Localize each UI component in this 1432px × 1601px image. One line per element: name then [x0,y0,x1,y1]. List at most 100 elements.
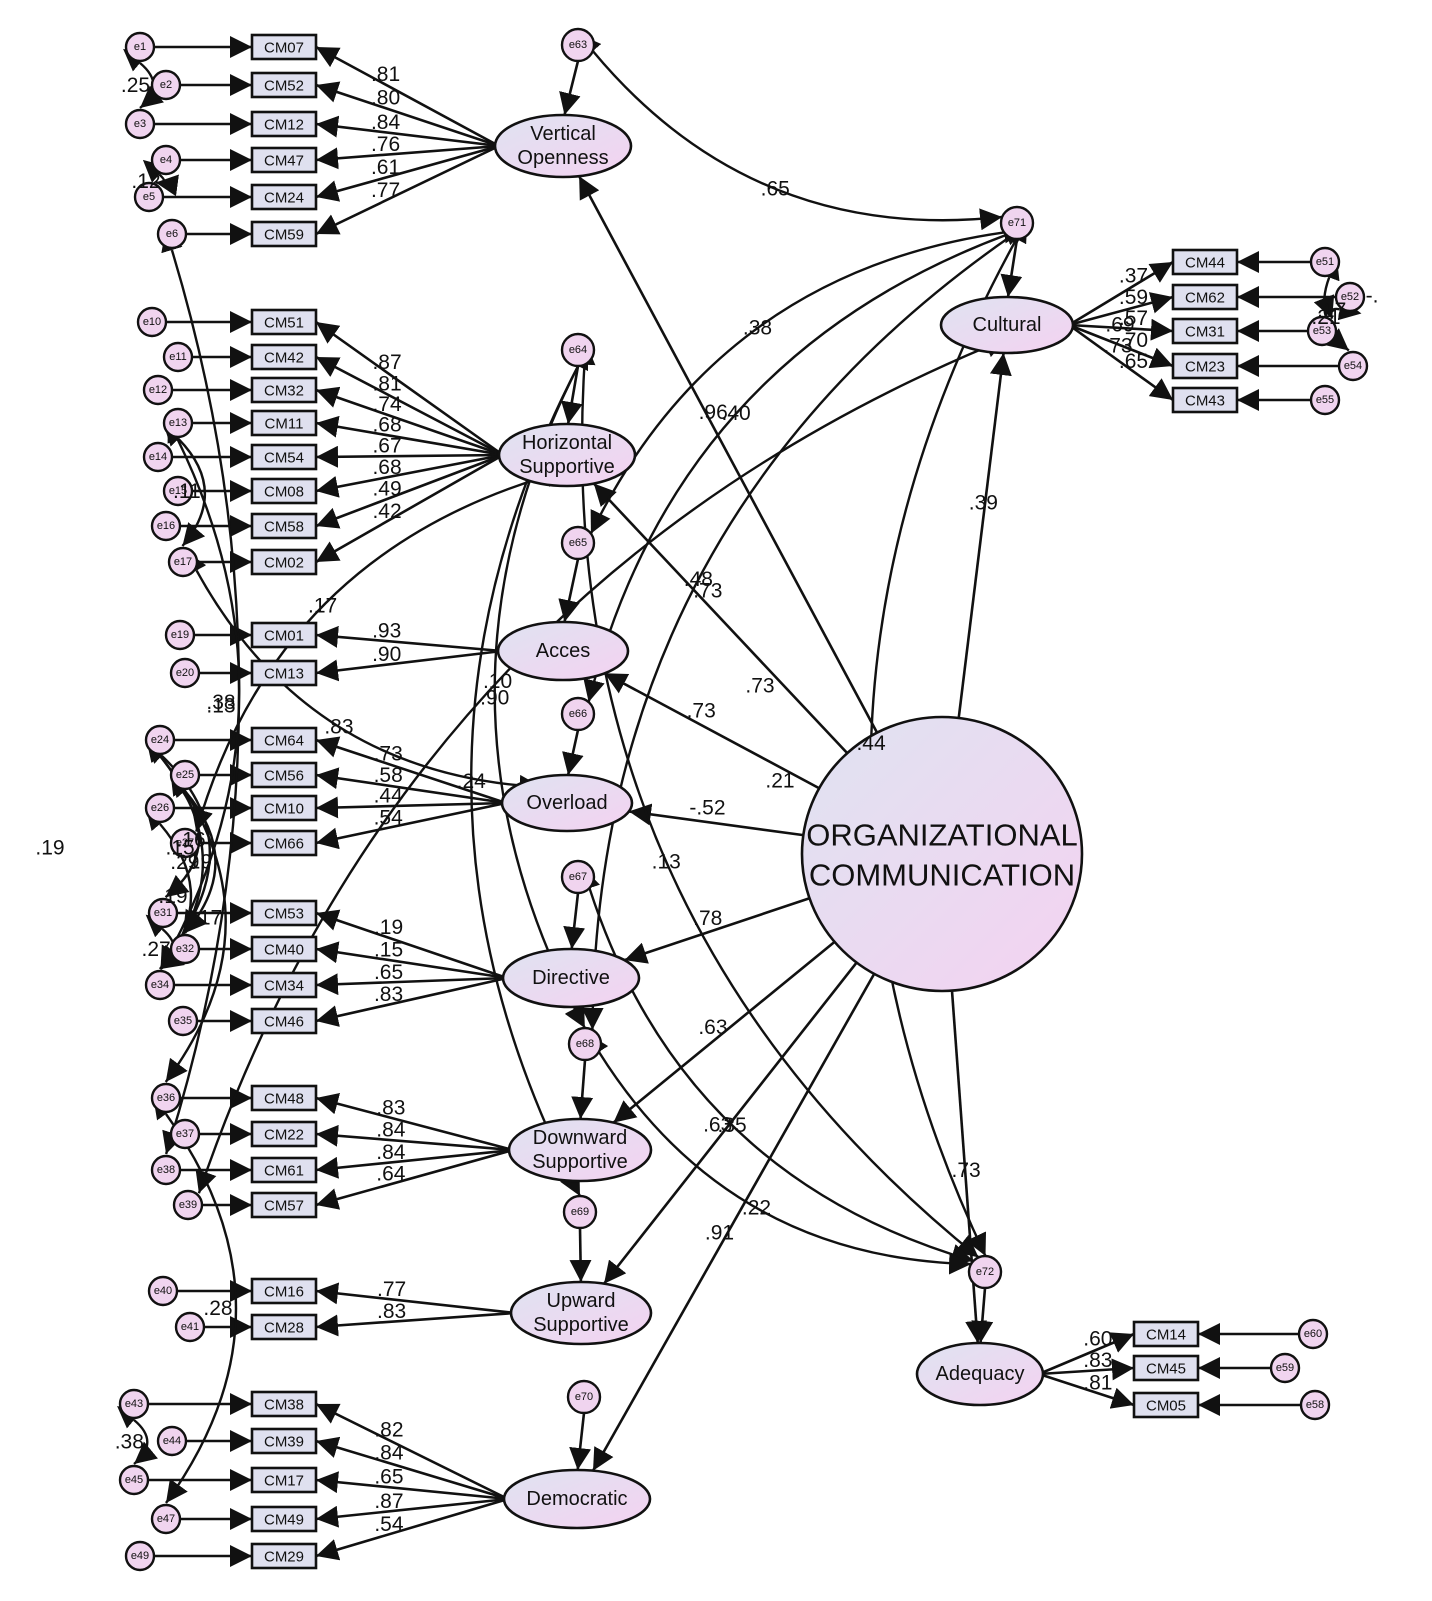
residual-path-ad [971,1287,994,1344]
error-e19 [164,619,196,651]
latent-di: Directive [501,947,641,1009]
indicator-box [250,477,318,505]
indicator-cm43: CM43 [1171,386,1239,414]
loading-path-cm45 [1038,1358,1135,1381]
indicator-label: CM43 [1185,393,1225,410]
extra-coefficient: .73 [745,675,774,698]
indicator-cm28: CM28 [250,1313,318,1341]
loading-coefficient: .65 [1119,350,1148,373]
indicator-cm11: CM11 [250,409,318,437]
loading-coefficient: .60 [1083,1328,1112,1351]
error-e27 [169,827,201,859]
latent-label: Supportive [519,456,615,478]
error-label: e26 [151,802,169,814]
indicator-box [250,1505,318,1533]
error-label: e66 [569,708,587,720]
correlation-coefficient: .13 [652,850,681,873]
correlation-coefficient: .17 [193,906,222,929]
loading-path-cm62 [1068,292,1174,327]
indicator-cm02: CM02 [250,548,318,576]
indicator-cm34: CM34 [250,971,318,999]
indicator-cm49: CM49 [250,1505,318,1533]
structural-coefficient: .73 [687,700,716,723]
error-label: e5 [143,191,155,203]
correlation-coefficient: .24 [457,770,487,793]
indicator-label: CM29 [264,1549,304,1566]
indicator-label: CM24 [264,190,304,207]
indicator-box [250,1466,318,1494]
error-e64 [560,332,596,368]
central-construct-ellipse [800,715,1084,993]
indicator-label: CM57 [264,1198,304,1215]
indicator-box [250,1427,318,1455]
error-e11 [162,341,194,373]
loading-coefficient: .81 [372,373,401,396]
loading-path-cm57 [315,1148,514,1210]
error-label: e3 [134,118,146,130]
loading-path-cm02 [315,453,504,564]
error-label: e67 [569,871,587,883]
error-e40 [147,1275,179,1307]
loading-coefficient: .59 [1119,286,1148,309]
indicator-box [250,1277,318,1305]
indicator-label: CM45 [1146,1361,1186,1378]
loading-path-cm13 [315,649,503,682]
error-e70 [566,1379,602,1415]
indicator-box [250,659,318,687]
error-label: e38 [157,1164,175,1176]
residual-path-ov [562,729,584,776]
indicator-cm51: CM51 [250,308,318,336]
loading-coefficient: .65 [374,1466,403,1489]
error-e58 [1299,1389,1331,1421]
indicator-cm61: CM61 [250,1156,318,1184]
indicator-cm24: CM24 [250,183,318,211]
loading-coefficient: .15 [374,939,403,962]
indicator-cm12: CM12 [250,110,318,138]
latent-ov: Overload [500,773,634,833]
error-e16 [150,510,182,542]
correlation-e25-e32 [170,774,217,934]
correlation-e13-e17 [163,423,207,547]
correlation-coefficient: .83 [324,715,353,738]
loading-coefficient: .54 [374,806,404,829]
indicator-box [1171,248,1239,276]
indicator-label: CM32 [264,383,304,400]
indicator-box [1132,1320,1200,1348]
error-label: e71 [1008,217,1026,229]
error-e44 [156,1425,188,1457]
indicator-label: CM16 [264,1284,304,1301]
indicator-cm38: CM38 [250,1390,318,1418]
indicator-box [250,512,318,540]
error-e72 [967,1254,1003,1290]
error-label: e36 [157,1092,175,1104]
error-label: e69 [571,1206,589,1218]
error-e13 [162,407,194,439]
latent-label: Democratic [526,1488,627,1510]
correlation-e43-e45 [117,1405,158,1465]
error-label: e54 [1344,360,1362,372]
loading-coefficient: .80 [371,87,400,110]
indicator-box [250,1542,318,1570]
loading-coefficient: .19 [374,916,403,939]
indicator-box [250,376,318,404]
error-label: e39 [179,1199,197,1211]
indicator-cm14: CM14 [1132,1320,1200,1348]
correlation-coefficient: .17 [308,595,337,618]
error-label: e12 [149,384,167,396]
loading-path-cm05 [1038,1372,1135,1409]
correlation-coefficient: .11 [173,480,201,503]
loading-coefficient: .83 [1083,1349,1112,1372]
indicator-box [250,308,318,336]
indicator-cm23: CM23 [1171,352,1239,380]
loading-path-cm58 [315,453,504,529]
structural-coefficient: .78 [693,907,722,930]
indicator-cm22: CM22 [250,1120,318,1148]
indicator-box [1171,386,1239,414]
loading-path-cm47 [315,144,500,170]
coefficients-layer: .81.80.84.76.61.77.96.87.81.74.68.67.68.… [35,63,1378,1536]
correlation-e68-e72 [587,1033,972,1275]
loading-path-cm12 [315,115,500,148]
loading-path-cm54 [315,445,504,468]
